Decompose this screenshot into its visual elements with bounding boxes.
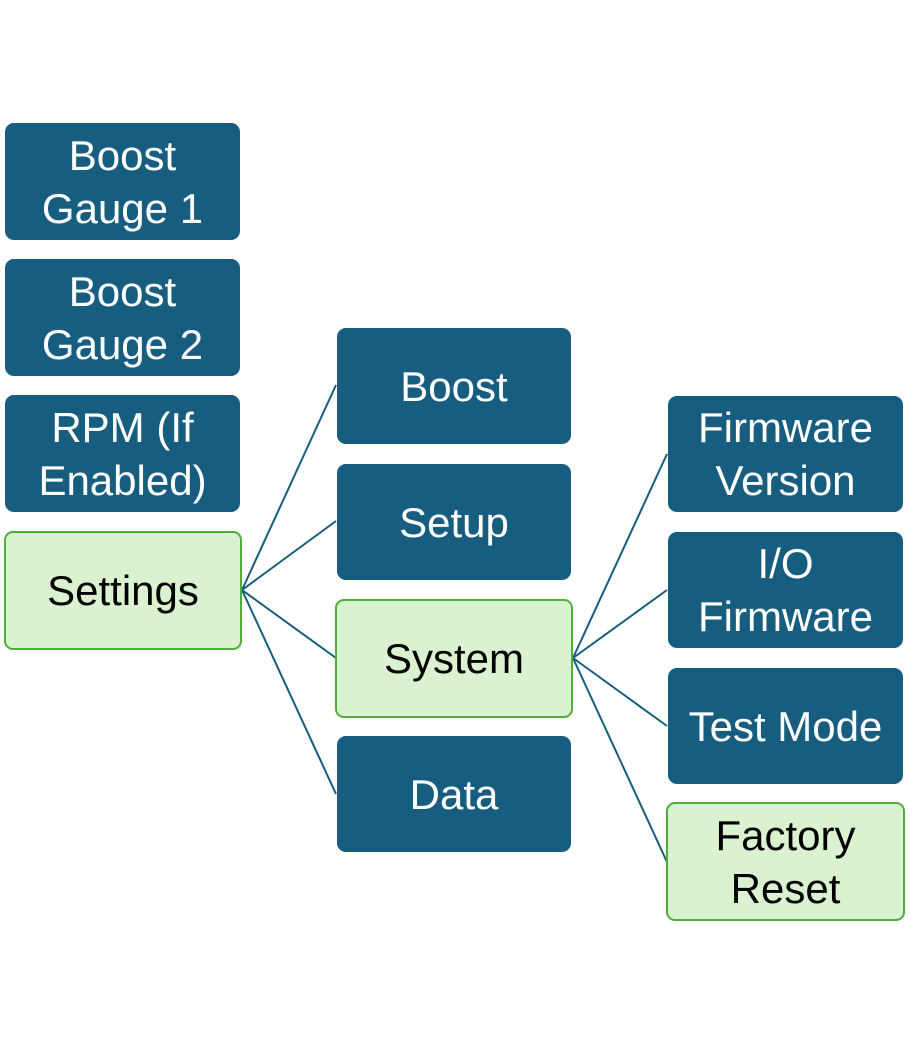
menu-item-test-mode[interactable]: Test Mode <box>668 668 903 784</box>
menu-item-boost-gauge-1[interactable]: Boost Gauge 1 <box>5 123 240 240</box>
menu-item-boost-gauge-2[interactable]: Boost Gauge 2 <box>5 259 240 376</box>
connector-system-test-mode <box>572 657 668 727</box>
connector-system-firmware-version <box>572 453 668 659</box>
menu-item-data[interactable]: Data <box>337 736 571 852</box>
connector-system-io-firmware <box>572 589 668 659</box>
menu-item-boost[interactable]: Boost <box>337 328 571 444</box>
menu-item-system[interactable]: System <box>335 599 573 718</box>
connector-settings-data <box>241 589 337 795</box>
menu-item-factory-reset[interactable]: Factory Reset <box>666 802 905 921</box>
connector-settings-system <box>241 589 337 659</box>
menu-item-settings[interactable]: Settings <box>4 531 242 650</box>
connector-settings-boost <box>241 384 337 591</box>
menu-item-setup[interactable]: Setup <box>337 464 571 580</box>
menu-item-firmware-version[interactable]: Firmware Version <box>668 396 903 512</box>
connector-settings-setup <box>241 520 337 591</box>
menu-item-io-firmware[interactable]: I/O Firmware <box>668 532 903 648</box>
connector-system-factory-reset <box>572 657 668 863</box>
menu-item-rpm[interactable]: RPM (If Enabled) <box>5 395 240 512</box>
